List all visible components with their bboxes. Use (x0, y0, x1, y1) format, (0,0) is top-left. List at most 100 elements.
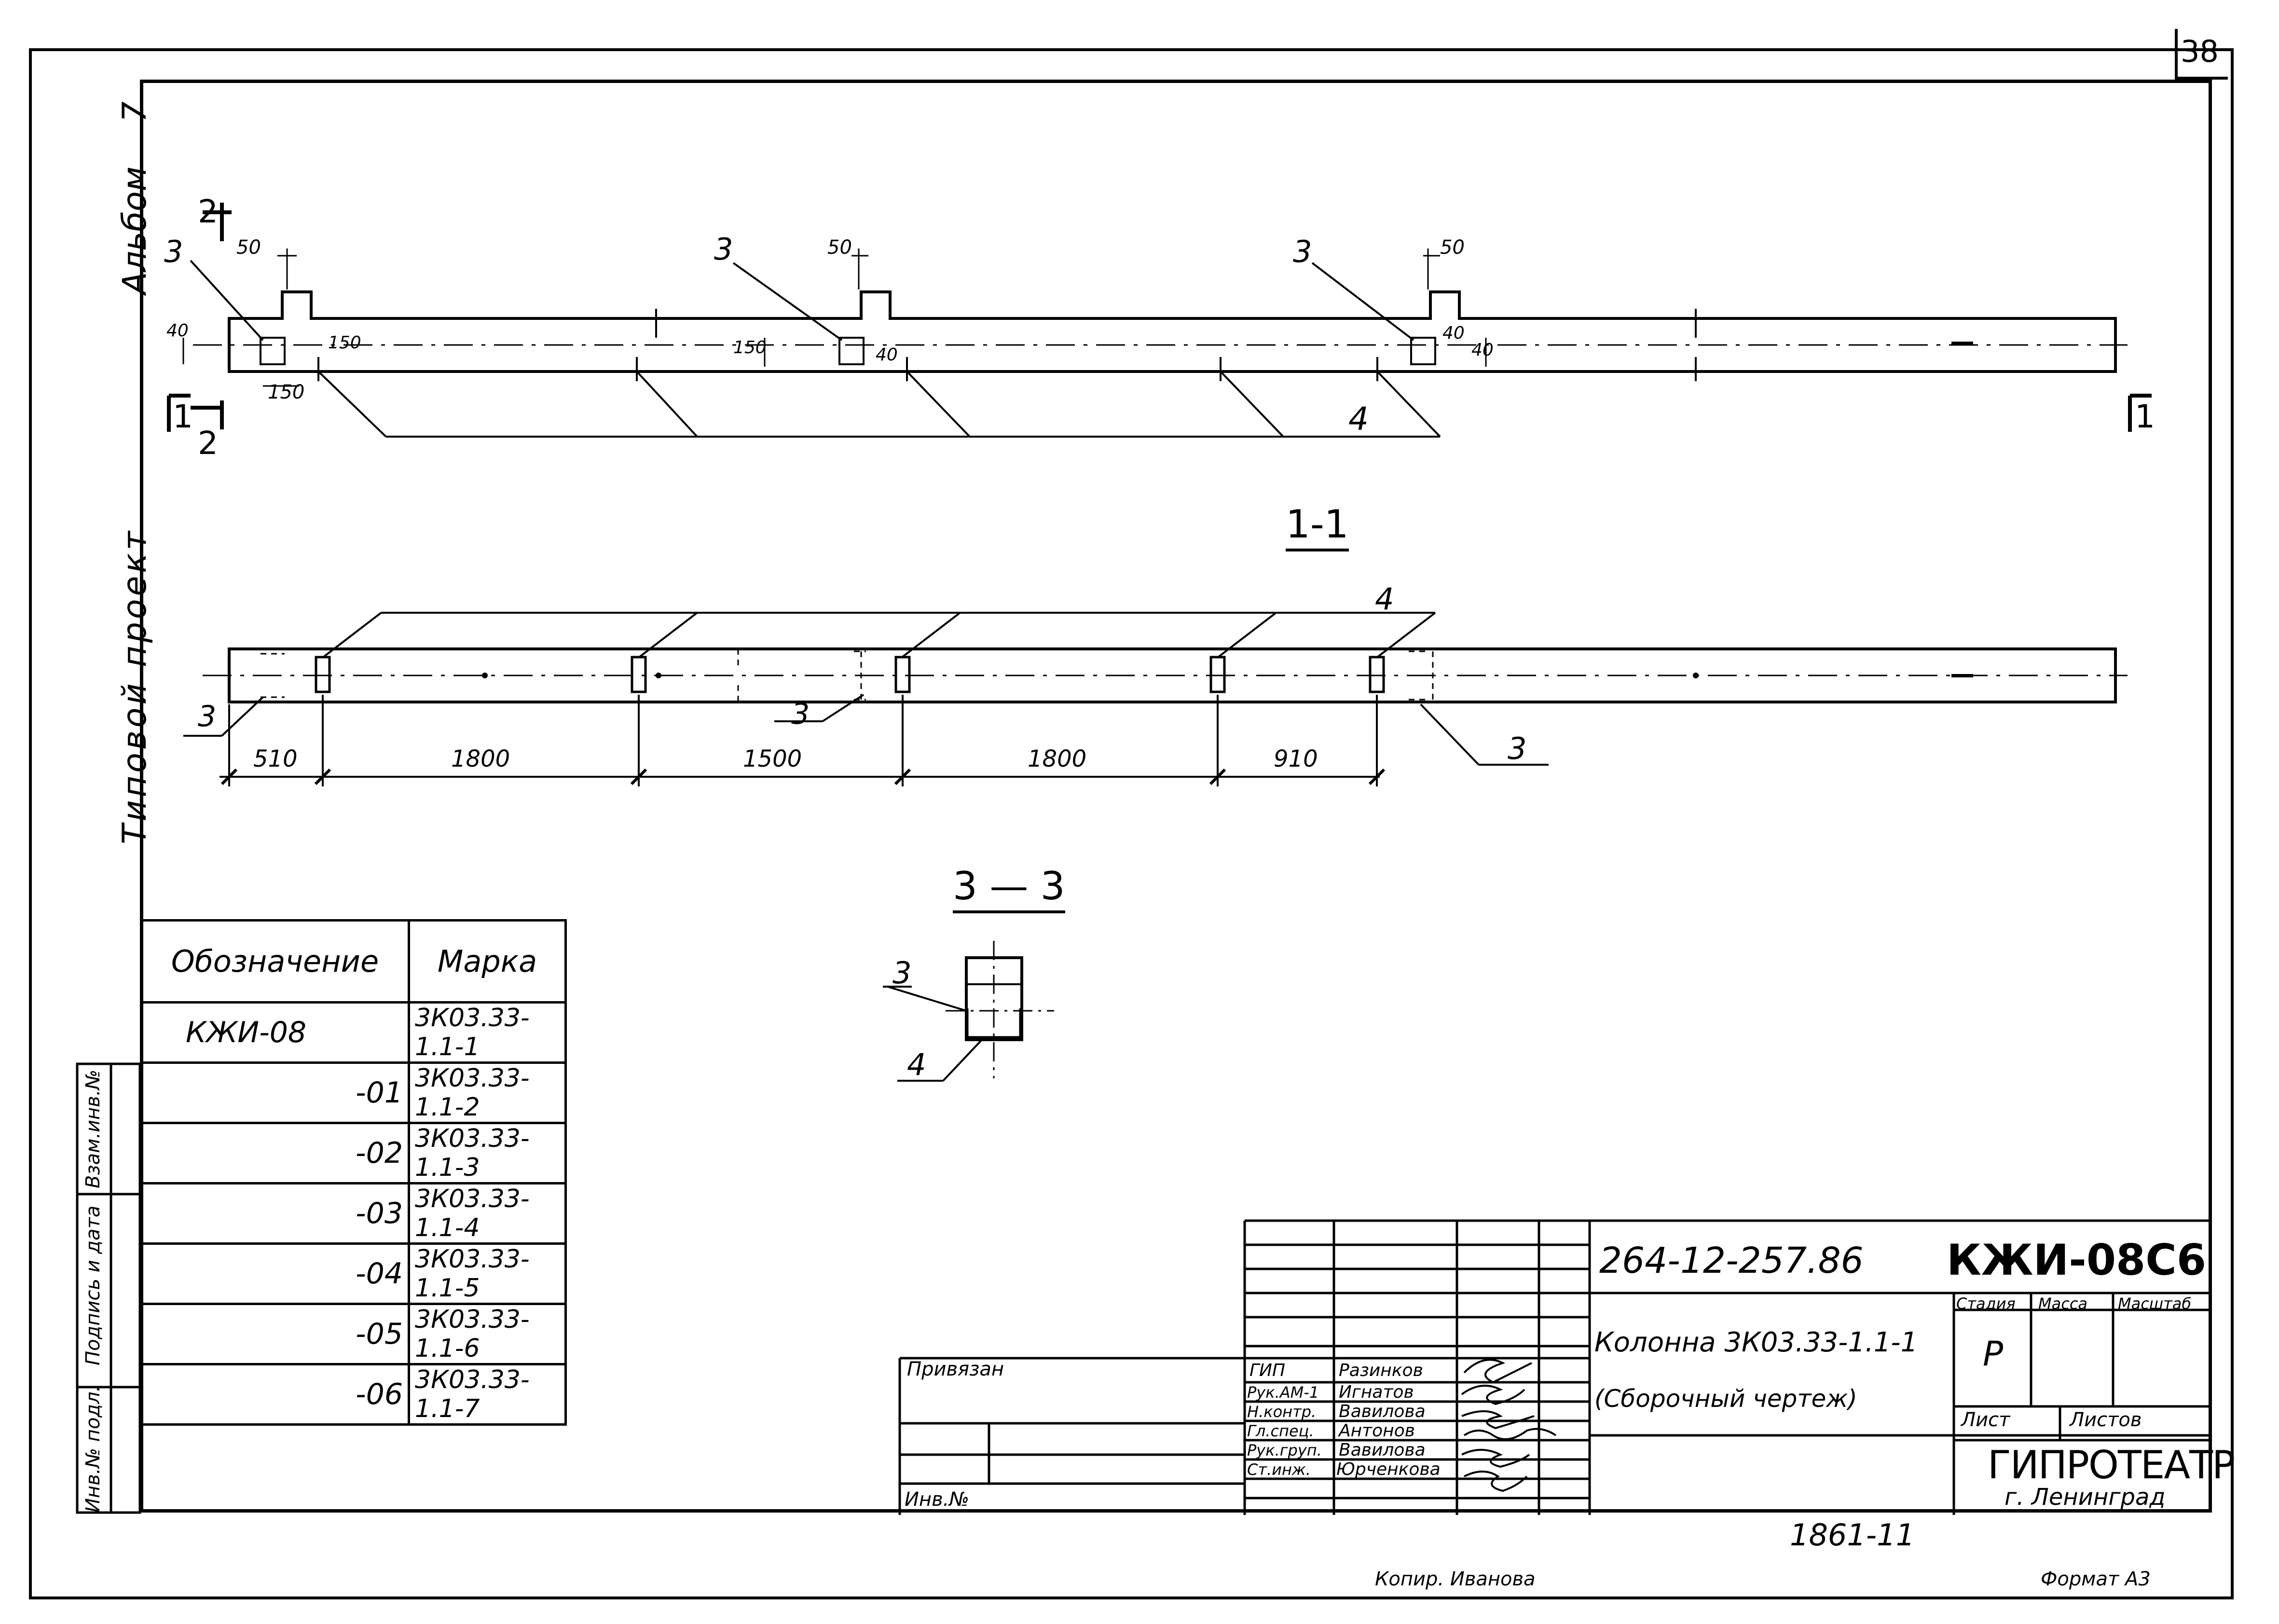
dim-150-1: 150 (328, 333, 361, 353)
spec-row: -01 3К03.33-1.1-2 (140, 1061, 567, 1124)
section-dashes (261, 649, 1434, 702)
plan-view (167, 203, 2152, 438)
privyazan-label: Привязан (907, 1358, 1004, 1380)
callout-3-section-3: 3 (1508, 731, 1527, 766)
side-stamp-grid (76, 1062, 141, 1514)
callout-4-section: 4 (1375, 581, 1394, 617)
page-number: 38 (2181, 34, 2219, 69)
spec-header-row: Обозначение Марка (140, 919, 567, 1004)
signatures (1461, 1359, 1557, 1492)
section-dots (482, 673, 1973, 678)
dim-910: 910 (1274, 745, 1318, 772)
dim-50-1: 50 (236, 236, 261, 259)
inner-frame (140, 80, 2212, 1513)
cut-2-top: 2 (198, 193, 218, 230)
plate-3 (894, 656, 911, 693)
plan-ticks (317, 309, 1973, 381)
org-city: г. Ленинград (2004, 1484, 2166, 1511)
title-block-grid (898, 1219, 2212, 1515)
plate-4 (1209, 656, 1226, 693)
outer-border (29, 48, 2234, 1599)
spec-header-designation: Обозначение (140, 919, 410, 1004)
dim-150-3: 150 (733, 338, 767, 358)
doc-code: 264-12-257.86 (1599, 1240, 1864, 1281)
spec-row: -04 3К03.33-1.1-5 (140, 1242, 567, 1305)
signatory-name: Вавилова (1339, 1402, 1426, 1421)
spec-row: -06 3К03.33-1.1-7 (140, 1363, 567, 1426)
signatory-role: Н.контр. (1247, 1403, 1317, 1421)
dim-40-4: 40 (1471, 340, 1494, 360)
plan-column-outline (228, 290, 2117, 373)
spec-row: -03 3К03.33-1.1-4 (140, 1182, 567, 1245)
signatory-name: Разинков (1339, 1361, 1423, 1380)
section-1-1 (183, 612, 2128, 786)
plan-dim-lines (182, 248, 1487, 387)
spec-designation: КЖИ-08 (140, 1001, 410, 1064)
mass-label: Масса (2038, 1294, 2088, 1313)
plan-hole-2 (838, 337, 865, 365)
section-leaders (183, 612, 1549, 766)
spec-mark: 3К03.33-1.1-4 (408, 1182, 567, 1245)
cut-2-bottom: 2 (198, 425, 218, 462)
spec-mark: 3К03.33-1.1-7 (408, 1363, 567, 1426)
dim-40-2: 40 (876, 345, 898, 365)
dim-40-3: 40 (1442, 323, 1465, 343)
cut-markers (167, 203, 2152, 432)
footer-format: Формат А3 (2041, 1568, 2151, 1590)
callout-3-section-1: 3 (198, 700, 217, 733)
spec-designation: -04 (140, 1242, 410, 1305)
signatory-role: ГИП (1249, 1361, 1286, 1380)
dim-50-2: 50 (827, 236, 852, 259)
signatory-name: Вавилова (1339, 1440, 1426, 1460)
dim-150-2: 150 (268, 381, 305, 403)
stamp-vzam: Взам.инв.№ (82, 1069, 104, 1189)
callout-3-plan-2: 3 (714, 232, 733, 267)
footer-number: 1861-11 (1790, 1517, 1915, 1553)
spec-row: КЖИ-08 3К03.33-1.1-1 (140, 1001, 567, 1064)
spec-mark: 3К03.33-1.1-6 (408, 1303, 567, 1365)
sheet-label: Лист (1961, 1409, 2010, 1431)
spec-row: -05 3К03.33-1.1-6 (140, 1303, 567, 1365)
dim-1800-1: 1800 (451, 745, 510, 772)
signatory-name: Юрченкова (1336, 1459, 1441, 1479)
callout-3-section33: 3 (892, 955, 912, 991)
page-number-box (2175, 29, 2228, 80)
plate-2 (631, 656, 647, 693)
plan-hole-1 (260, 337, 286, 365)
callout-3-plan-1: 3 (164, 234, 183, 269)
plate-1 (315, 656, 331, 693)
inv-no-label: Инв.№ (905, 1488, 969, 1511)
spec-mark: 3К03.33-1.1-1 (408, 1001, 567, 1064)
spec-mark: 3К03.33-1.1-3 (408, 1122, 567, 1184)
plan-leaders (190, 260, 1441, 438)
spec-header-mark: Марка (408, 919, 567, 1004)
spec-mark: 3К03.33-1.1-5 (408, 1242, 567, 1305)
spec-table: Обозначение Марка КЖИ-08 3К03.33-1.1-1 -… (140, 919, 567, 1426)
stamp-podpis: Подпись и дата (82, 1205, 104, 1365)
scale-label: Масштаб (2118, 1294, 2192, 1313)
dimension-chain (220, 695, 1386, 786)
plate-5 (1369, 656, 1385, 693)
sheets-label: Листов (2070, 1409, 2142, 1431)
plan-hole-3 (1410, 337, 1436, 365)
footer-copier: Копир. Иванова (1375, 1568, 1536, 1590)
spec-designation: -06 (140, 1363, 410, 1426)
dim-1500: 1500 (743, 745, 802, 772)
stamp-inv-podl: Инв.№ подл. (82, 1385, 104, 1513)
spec-designation: -01 (140, 1061, 410, 1124)
section-3-3 (883, 941, 1054, 1082)
signatory-name: Антонов (1339, 1421, 1415, 1441)
section-3-3-title: 3 — 3 (953, 864, 1065, 913)
spec-row: -02 3К03.33-1.1-3 (140, 1122, 567, 1184)
spec-designation: -02 (140, 1122, 410, 1184)
section-1-1-title: 1-1 (1286, 502, 1349, 551)
dim-1800-2: 1800 (1028, 745, 1087, 772)
spec-designation: -05 (140, 1303, 410, 1365)
product-subtitle: (Сборочный чертеж) (1594, 1385, 1857, 1413)
stage-label: Стадия (1956, 1294, 2016, 1313)
product-name: Колонна 3К03.33-1.1-1 (1594, 1327, 1918, 1358)
signatory-role: Рук.АМ-1 (1247, 1383, 1319, 1402)
doc-mark: КЖИ-08С6 (1947, 1235, 2207, 1285)
cut-1-left: 1 (173, 398, 193, 435)
